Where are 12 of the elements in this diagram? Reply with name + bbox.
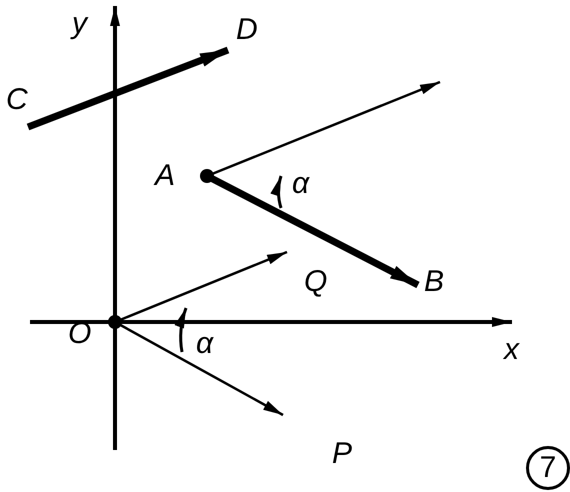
- point-label: C: [6, 83, 28, 116]
- point-label: B: [424, 265, 444, 298]
- vector-label: P: [332, 438, 352, 470]
- axis-label: y: [72, 8, 87, 40]
- point-label: D: [236, 13, 258, 46]
- vector-arrow: [26, 46, 230, 130]
- angle-label: α: [196, 328, 214, 360]
- figure-number: 7: [526, 446, 570, 490]
- point-label: A: [155, 159, 176, 192]
- angle-label: α: [292, 168, 310, 200]
- axis-label: x: [504, 334, 519, 366]
- vector-label: Q: [304, 266, 328, 298]
